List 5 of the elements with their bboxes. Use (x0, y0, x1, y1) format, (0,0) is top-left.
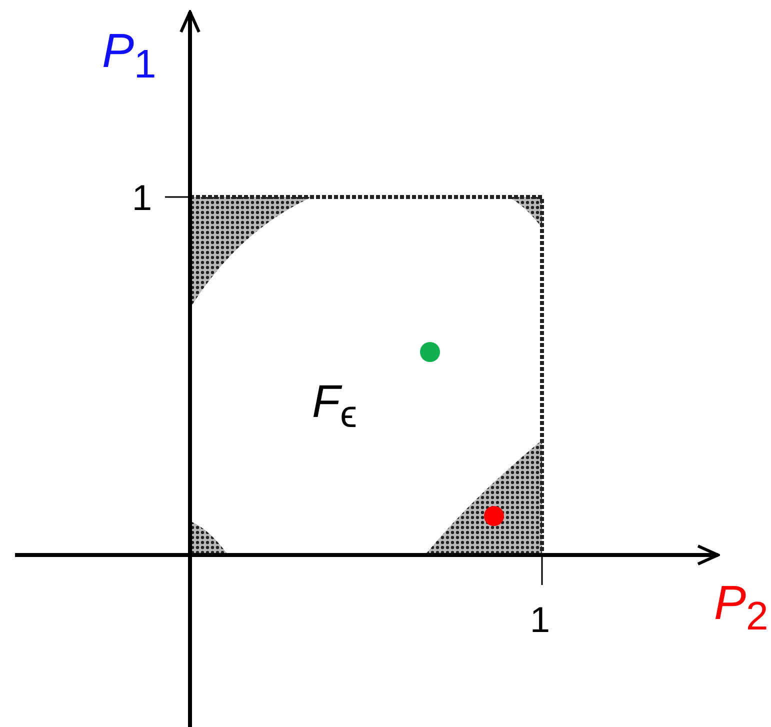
axis-label: P$_{1}$ (102, 28, 156, 85)
region-label: F$_{ϵ}$ (312, 378, 358, 435)
tick-label: 1 (530, 602, 550, 638)
axis-label: P$_{2}$ (714, 580, 768, 637)
tick-label: 1 (132, 180, 152, 216)
